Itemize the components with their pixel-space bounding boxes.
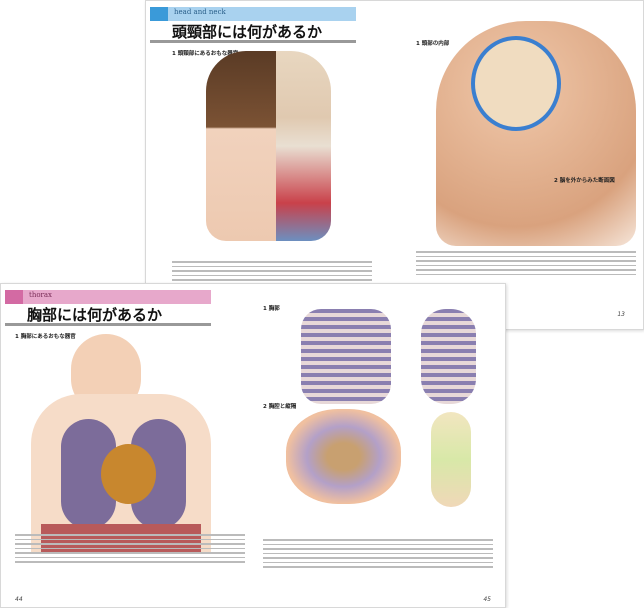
body-text (172, 261, 372, 284)
ribcage-front-illustration (301, 309, 391, 404)
subsection-heading: 1 頭部の内部 (416, 41, 450, 47)
section-band: head and neck (150, 7, 356, 21)
page-title: 頭頸部には何があるか (172, 23, 323, 41)
body-text (15, 534, 245, 566)
body-text (263, 539, 493, 571)
page-number-left: 44 (15, 596, 23, 603)
page-number: 13 (617, 311, 625, 318)
page-title: 胸部には何があるか (27, 306, 163, 324)
section-tab (150, 7, 168, 21)
face-anatomy-illustration (196, 46, 336, 246)
body-text (416, 251, 636, 278)
title-rule (5, 323, 211, 326)
section-band: thorax (5, 290, 211, 304)
ribcage-side-illustration (421, 309, 476, 404)
section-en: head and neck (174, 8, 226, 16)
thorax-spread: thorax 胸部には何があるか 1 胸部にあるおもな器官 44 1 胸郭 2 … (0, 283, 506, 608)
section-tab (5, 290, 23, 304)
subsection-heading: 2 脳を外からみた断面図 (554, 178, 615, 184)
subsection-heading: 1 胸部にあるおもな器官 (15, 334, 76, 340)
title-rule (150, 40, 356, 43)
page-number-right: 45 (483, 596, 491, 603)
subsection-heading: 1 頭頸部にあるおもな器官 (172, 51, 239, 57)
head-interior-illustration (436, 21, 636, 246)
thorax-cross-section-illustration (286, 409, 401, 504)
subsection-heading: 2 胸腔と縦隔 (263, 404, 297, 410)
section-en: thorax (29, 291, 53, 299)
head-neck-spread: head and neck 頭頸部には何があるか 1 頭頸部にあるおもな器官 1… (145, 0, 644, 330)
mediastinum-diagram (431, 412, 471, 507)
subsection-heading: 1 胸郭 (263, 306, 280, 312)
thorax-organs-illustration (31, 334, 211, 554)
